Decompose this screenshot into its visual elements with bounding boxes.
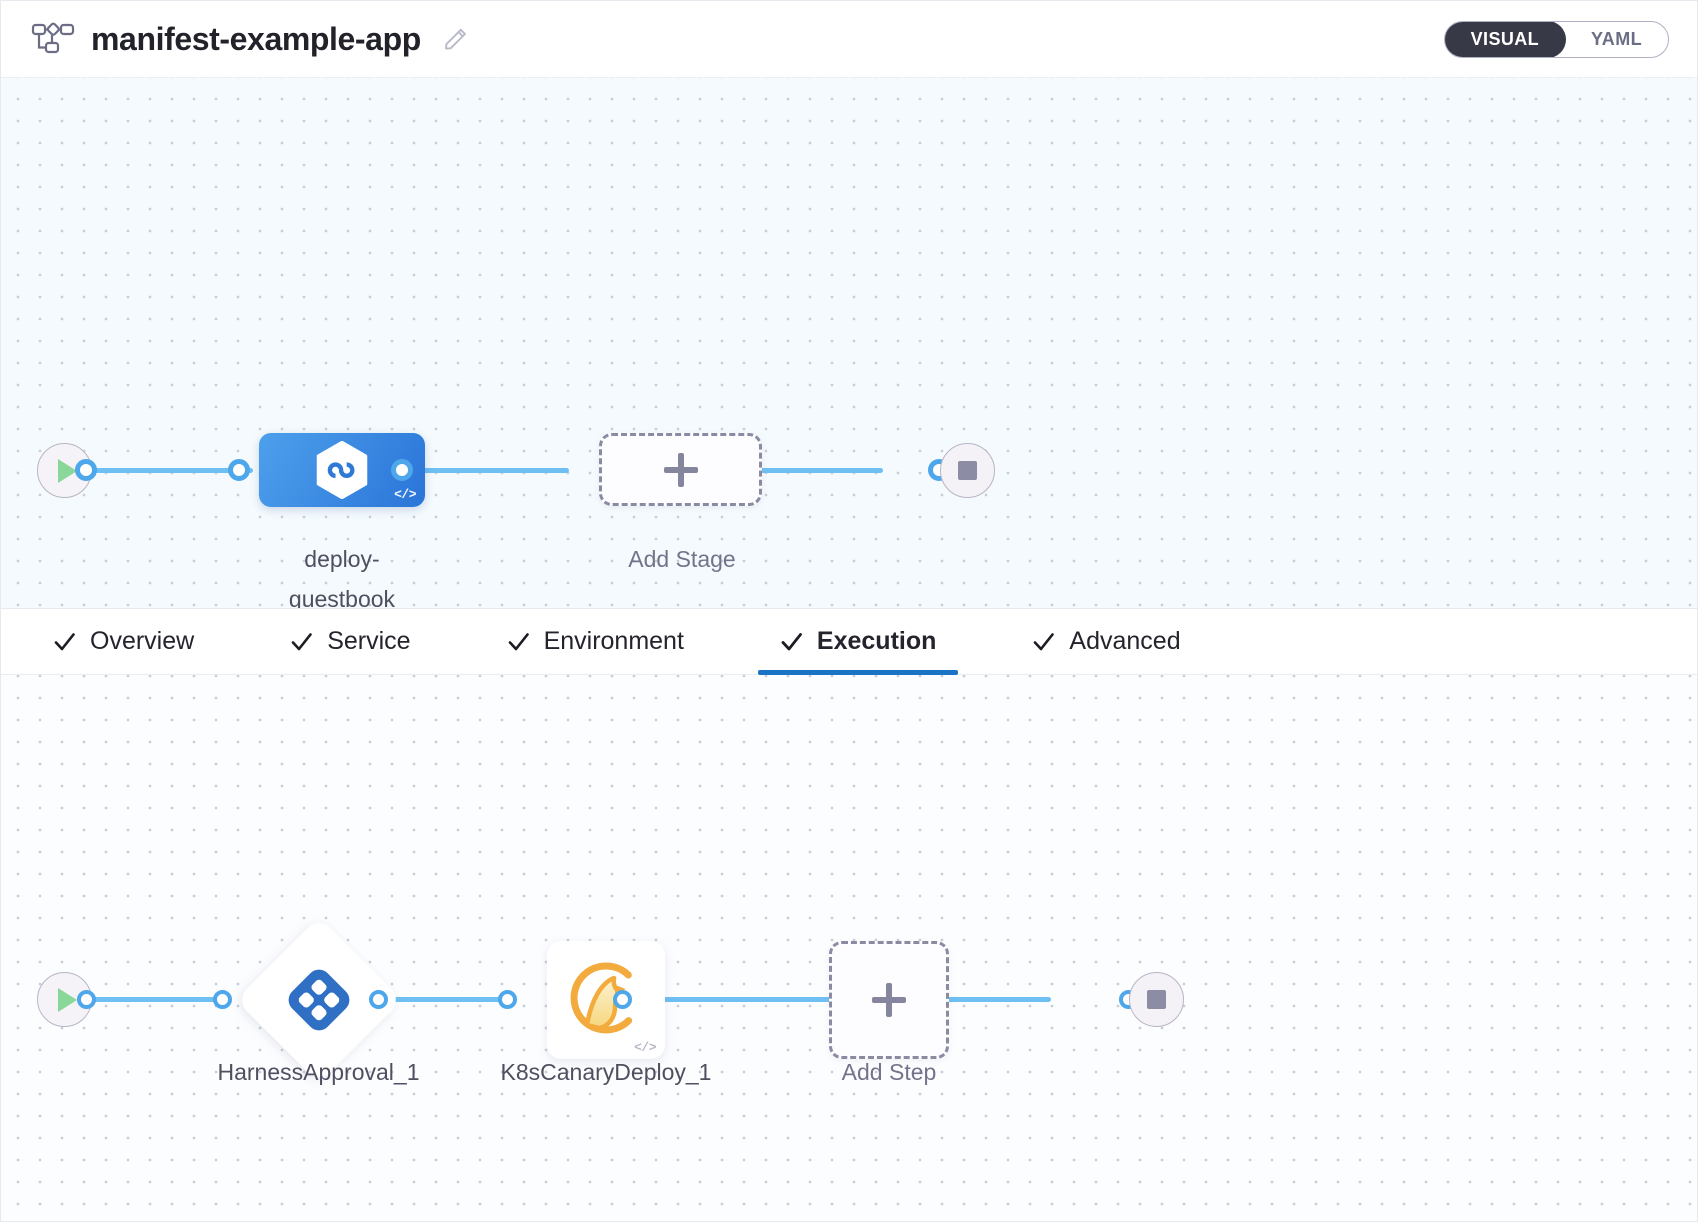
check-icon — [53, 630, 76, 653]
wire-approval-to-canary — [386, 997, 514, 1002]
plus-icon — [872, 983, 906, 1017]
play-icon — [58, 458, 77, 483]
stage-node-deploy-guestbook[interactable]: </> — [259, 433, 425, 507]
connector-dot-stage-out[interactable] — [391, 459, 413, 481]
connector-dot-approval-in[interactable] — [213, 990, 232, 1009]
connector-dot-exec-start-out[interactable] — [77, 990, 96, 1009]
tab-service-label: Service — [327, 627, 411, 655]
add-stage-label: Add Stage — [628, 546, 736, 572]
plus-icon — [663, 452, 698, 487]
wire-stage-to-addstage — [397, 468, 569, 473]
tab-execution[interactable]: Execution — [757, 609, 959, 675]
add-step-button[interactable] — [829, 941, 949, 1059]
header-left: manifest-example-app — [31, 21, 469, 58]
pipeline-stop-node[interactable] — [940, 443, 995, 498]
execution-stop-node[interactable] — [1129, 972, 1184, 1027]
toggle-option-yaml[interactable]: YAML — [1591, 28, 1642, 49]
canary-step-label: K8sCanaryDeploy_1 — [500, 1059, 712, 1085]
header-right: VISUAL YAML — [1443, 20, 1669, 58]
check-icon — [780, 630, 803, 653]
approval-step-label: HarnessApproval_1 — [217, 1059, 420, 1085]
toggle-option-visual[interactable]: VISUAL — [1444, 21, 1567, 57]
tab-execution-label: Execution — [816, 627, 937, 655]
pencil-edit-icon[interactable] — [443, 26, 469, 52]
header-bar: manifest-example-app VISUAL YAML — [1, 1, 1697, 78]
stop-square-icon — [958, 461, 977, 480]
tab-advanced-label: Advanced — [1069, 627, 1181, 655]
stage-code-badge: </> — [394, 487, 416, 502]
tab-overview[interactable]: Overview — [31, 609, 216, 674]
stage-node-label: deploy-guestbook — [288, 546, 396, 609]
view-mode-toggle[interactable]: VISUAL YAML — [1443, 20, 1669, 58]
wire-canary-to-addstep — [631, 997, 831, 1002]
check-icon — [290, 630, 313, 653]
page-title: manifest-example-app — [91, 20, 421, 57]
play-icon — [58, 987, 77, 1012]
step-node-k8s-canary-deploy[interactable]: </> — [547, 941, 665, 1059]
wire-exec-start-to-approval — [83, 997, 229, 1002]
add-step-label: Add Step — [841, 1059, 937, 1085]
connector-dot-start-out[interactable] — [75, 459, 97, 481]
harness-hexagon-infinity-icon — [315, 440, 369, 500]
stage-tab-bar[interactable]: Overview Service Environment — [1, 609, 1697, 675]
tab-overview-label: Overview — [90, 627, 195, 655]
tab-environment-label: Environment — [543, 627, 684, 655]
connector-dot-stage-in[interactable] — [228, 459, 250, 481]
step-code-badge: </> — [634, 1040, 656, 1055]
check-icon — [507, 630, 530, 653]
wire-addstep-to-stop — [931, 997, 1051, 1002]
tab-service[interactable]: Service — [268, 609, 432, 674]
connector-dot-canary-in[interactable] — [498, 990, 517, 1009]
connector-dot-approval-out[interactable] — [369, 990, 388, 1009]
wire-start-to-stage — [83, 468, 253, 473]
wire-addstage-to-stop — [701, 468, 883, 473]
check-icon — [1032, 630, 1055, 653]
stop-square-icon — [1147, 990, 1166, 1009]
tab-advanced[interactable]: Advanced — [1010, 609, 1202, 674]
connector-dot-canary-out[interactable] — [613, 990, 632, 1009]
stage-graph-canvas[interactable]: </> deploy-guestbook Add Stage — [1, 78, 1697, 609]
execution-graph-canvas[interactable]: HarnessApproval_1 </> — [1, 675, 1697, 1220]
add-stage-button[interactable] — [599, 433, 762, 506]
tab-environment[interactable]: Environment — [485, 609, 706, 674]
pipeline-flow-icon — [31, 22, 75, 56]
